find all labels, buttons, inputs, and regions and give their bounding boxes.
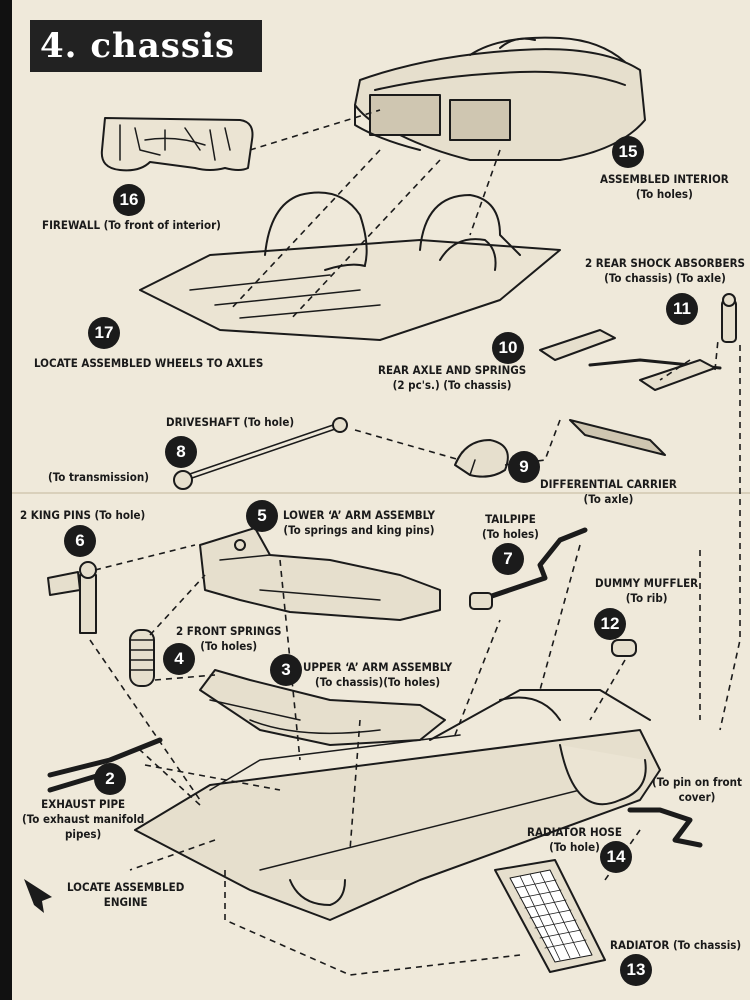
step-12-label: DUMMY MUFFLER (To rib) — [595, 576, 699, 605]
firewall-part — [100, 117, 254, 172]
step-6-label: 2 KING PINS (To hole) — [20, 508, 146, 522]
radiator-hose-part — [627, 807, 703, 848]
engine-note: LOCATE ASSEMBLED ENGINE — [67, 880, 185, 909]
step-3-label: UPPER ‘A’ ARM ASSEMBLY (To chassis)(To h… — [303, 660, 453, 689]
page-fold — [12, 492, 750, 494]
step-13-badge: 13 — [620, 954, 652, 986]
step-15-badge: 15 — [612, 136, 644, 168]
step-8-sublabel: (To transmission) — [48, 470, 149, 484]
driveshaft-part — [173, 417, 348, 490]
step-5-label: LOWER ‘A’ ARM ASSEMBLY (To springs and k… — [283, 508, 435, 537]
step-11-label: 2 REAR SHOCK ABSORBERS (To chassis) (To … — [585, 256, 746, 285]
step-7-badge: 7 — [492, 543, 524, 575]
step-8-label: DRIVESHAFT (To hole) — [166, 415, 295, 429]
step-6-badge: 6 — [64, 525, 96, 557]
step-3-badge: 3 — [270, 654, 302, 686]
step-9-label: DIFFERENTIAL CARRIER (To axle) — [540, 477, 677, 506]
front-spring-part — [129, 629, 155, 687]
step-16-label: FIREWALL (To front of interior) — [42, 218, 221, 232]
tailpipe-part — [469, 527, 637, 657]
section-title-text: 4. chassis — [40, 26, 236, 66]
step-11-badge: 11 — [666, 293, 698, 325]
assembled-interior-part — [354, 36, 646, 161]
step-14-badge: 14 — [600, 841, 632, 873]
page-spine — [0, 0, 12, 1000]
step-12-badge: 12 — [594, 608, 626, 640]
direction-arrow-icon — [24, 879, 52, 913]
upper-a-arm-part — [199, 669, 446, 746]
chassis-frame-part — [134, 689, 661, 921]
rear-axle-part — [539, 329, 722, 456]
step-17-badge: 17 — [88, 317, 120, 349]
step-10-label: REAR AXLE AND SPRINGS (2 pc's.) (To chas… — [378, 363, 527, 392]
king-pin-part — [47, 561, 97, 634]
step-2-label: EXHAUST PIPE (To exhaust manifold pipes) — [22, 797, 145, 841]
step-7-label: TAILPIPE (To holes) — [482, 512, 539, 541]
step-8-badge: 8 — [165, 436, 197, 468]
step-9-badge: 9 — [508, 451, 540, 483]
step-15-label: ASSEMBLED INTERIOR (To holes) — [600, 172, 729, 201]
step-17-label: LOCATE ASSEMBLED WHEELS TO AXLES — [34, 356, 264, 370]
step-4-label: 2 FRONT SPRINGS (To holes) — [176, 624, 282, 653]
section-title: 4. chassis — [30, 20, 262, 72]
step-16-badge: 16 — [113, 184, 145, 216]
step-13-label: RADIATOR (To chassis) — [610, 938, 742, 952]
step-14-label: RADIATOR HOSE (To hole) — [527, 825, 622, 854]
lower-a-arm-part — [199, 527, 441, 621]
body-floor-part — [139, 191, 561, 341]
exhaust-pipe-part — [47, 737, 163, 793]
differential-part — [454, 439, 509, 478]
step-14-note: (To pin on front cover) — [652, 775, 742, 804]
step-10-badge: 10 — [492, 332, 524, 364]
step-5-badge: 5 — [246, 500, 278, 532]
step-2-badge: 2 — [94, 763, 126, 795]
shock-absorber-part — [721, 293, 737, 343]
step-4-badge: 4 — [163, 643, 195, 675]
radiator-part — [494, 859, 606, 973]
